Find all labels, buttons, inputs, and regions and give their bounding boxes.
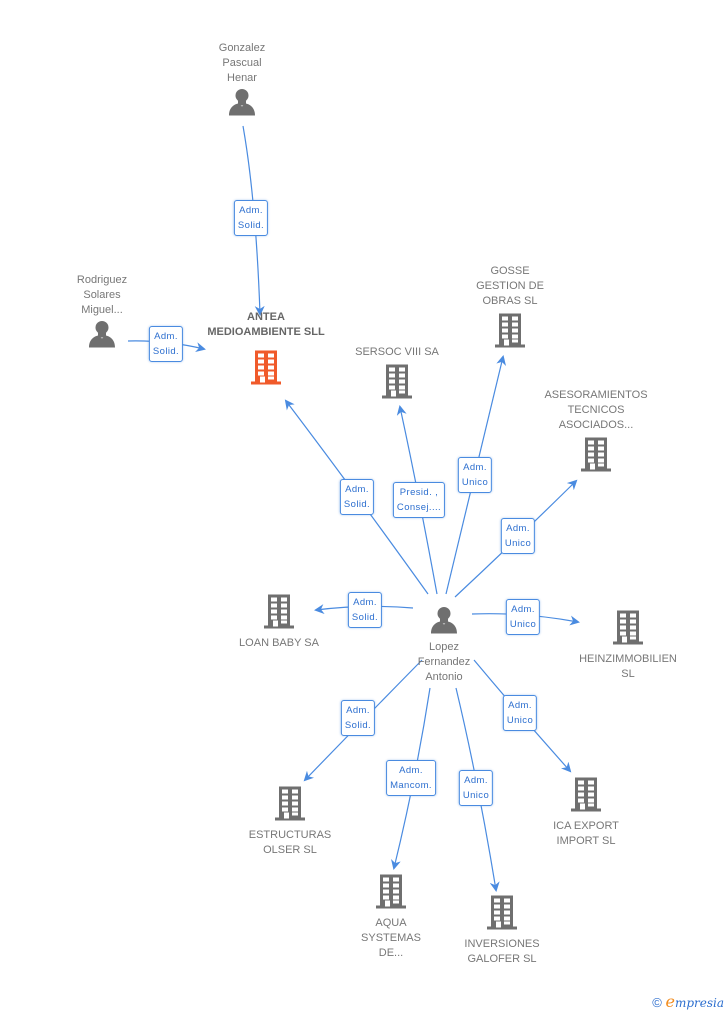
edge-label-lopez-ica[interactable]: Adm. Unico — [502, 695, 538, 731]
building-icon[interactable] — [569, 777, 603, 818]
person-icon[interactable] — [87, 319, 117, 354]
brand-logo-initial: e — [665, 992, 675, 1011]
person-icon[interactable] — [429, 605, 459, 640]
building-icon[interactable] — [273, 786, 307, 827]
building-icon[interactable] — [374, 874, 408, 915]
node-label[interactable]: Lopez Fernandez Antonio — [417, 641, 471, 683]
node-label[interactable]: ESTRUCTURAS OLSER SL — [248, 829, 332, 856]
node-label[interactable]: SERSOC VIII SA — [355, 346, 439, 358]
edge-label-lopez-loan[interactable]: Adm. Solid. — [347, 592, 383, 628]
edge-label-lopez-sersoc[interactable]: Presid. , Consej.... — [392, 482, 446, 518]
footer-brand[interactable]: © empresia — [652, 992, 724, 1011]
building-icon[interactable] — [380, 364, 414, 405]
edge-label-rodriguez-antea[interactable]: Adm. Solid. — [148, 326, 184, 362]
node-label[interactable]: ANTEA MEDIOAMBIENTE SLL — [207, 311, 325, 338]
node-label[interactable]: LOAN BABY SA — [239, 637, 319, 649]
node-label[interactable]: AQUA SYSTEMAS DE... — [361, 917, 421, 959]
edge-label-lopez-asesoramientos[interactable]: Adm. Unico — [500, 518, 536, 554]
node-label[interactable]: INVERSIONES GALOFER SL — [464, 938, 540, 965]
brand-logo-text: mpresia — [674, 996, 724, 1010]
node-label[interactable]: ICA EXPORT IMPORT SL — [553, 820, 619, 847]
edge-label-gonzalez-antea[interactable]: Adm. Solid. — [233, 200, 269, 236]
node-label[interactable]: Gonzalez Pascual Henar — [218, 42, 266, 84]
edge-label-lopez-estructuras[interactable]: Adm. Solid. — [340, 700, 376, 736]
building-icon[interactable] — [249, 350, 283, 391]
node-label[interactable]: ASESORAMIENTOS TECNICOS ASOCIADOS... — [544, 389, 648, 431]
person-icon[interactable] — [227, 87, 257, 122]
edge-label-lopez-inversiones[interactable]: Adm. Unico — [458, 770, 494, 806]
edge-label-lopez-heinz[interactable]: Adm. Unico — [505, 599, 541, 635]
edge-label-lopez-gosse[interactable]: Adm. Unico — [457, 457, 493, 493]
building-icon[interactable] — [485, 895, 519, 936]
node-label[interactable]: GOSSE GESTION DE OBRAS SL — [476, 265, 544, 307]
copyright-icon: © — [652, 995, 662, 1010]
edge-label-lopez-antea[interactable]: Adm. Solid. — [339, 479, 375, 515]
node-label[interactable]: Rodriguez Solares Miguel... — [76, 274, 128, 316]
building-icon[interactable] — [262, 594, 296, 635]
building-icon[interactable] — [493, 313, 527, 354]
edge-label-lopez-aqua[interactable]: Adm. Mancom. — [386, 760, 436, 796]
building-icon[interactable] — [579, 437, 613, 478]
node-label[interactable]: HEINZIMMOBILIEN SL — [579, 653, 677, 680]
building-icon[interactable] — [611, 610, 645, 651]
